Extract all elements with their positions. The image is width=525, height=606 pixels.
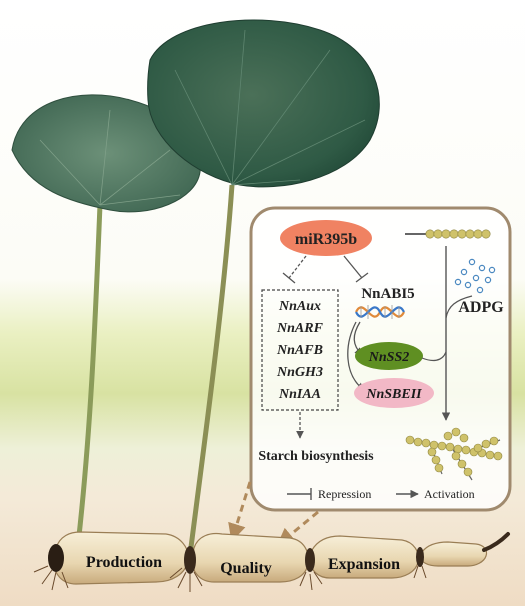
rhizome-segment-tip — [419, 541, 488, 567]
mir395b-oval — [280, 220, 372, 256]
adpg-molecules-icon — [454, 258, 496, 294]
abi5-to-sbeii-arrow — [347, 321, 365, 391]
mir395b-label: miR395b — [295, 231, 357, 248]
legend-activation-label: Activation — [424, 487, 475, 501]
nnsbeii-oval — [354, 378, 434, 408]
left-leaf-stem — [75, 204, 103, 546]
rhizome-label-expansion: Expansion — [328, 556, 400, 573]
branched-amylopectin — [405, 427, 503, 477]
rhizome-label-production: Production — [86, 554, 162, 571]
dna-helix-icon — [355, 305, 405, 319]
rhizome-roots — [33, 565, 427, 592]
leaf-to-quality-dashed-arrow — [228, 481, 252, 542]
legend-repression-label: Repression — [318, 487, 371, 501]
rhizome-label-quality: Quality — [220, 560, 272, 577]
nnss2-label: NnSS2 — [368, 350, 409, 365]
right-leaf-veins — [174, 29, 366, 186]
nnsbeii-label: NnSBEII — [365, 387, 422, 402]
rhizome-node-0 — [48, 544, 64, 572]
left-leaf-veins — [39, 109, 181, 206]
adpg-join-line — [445, 295, 473, 319]
gene-nniaa: NnIAA — [278, 387, 321, 402]
nnabi5-label: NnABI5 — [361, 286, 414, 302]
mir-to-abi5-repression-line — [343, 255, 363, 279]
rhizome-node-2 — [305, 548, 315, 572]
ss2-join-line — [421, 351, 447, 362]
lotus-rhizome — [48, 531, 510, 585]
panel-to-quality-dashed-arrow — [276, 510, 319, 547]
mir-to-abi5-repression-bar — [355, 272, 369, 283]
rhizome-bud-tip — [482, 532, 510, 552]
gene-nnaux: NnAux — [278, 299, 321, 314]
starch-biosynthesis-label: Starch biosynthesis — [258, 449, 374, 464]
mir-to-auxin-repression-bar — [282, 272, 296, 284]
auxin-genes-box — [261, 289, 339, 411]
gene-nnarf: NnARF — [276, 321, 324, 336]
linear-glucan-chain — [425, 229, 491, 239]
rhizome-node-3 — [416, 547, 424, 567]
gene-nngh3: NnGH3 — [276, 365, 323, 380]
gene-nnafb: NnAFB — [276, 343, 323, 358]
nnss2-oval — [355, 342, 423, 370]
left-lotus-leaf — [11, 94, 202, 213]
rhizome-node-1 — [184, 546, 196, 574]
adpg-label: ADPG — [458, 299, 504, 316]
right-leaf-stem — [187, 184, 235, 556]
